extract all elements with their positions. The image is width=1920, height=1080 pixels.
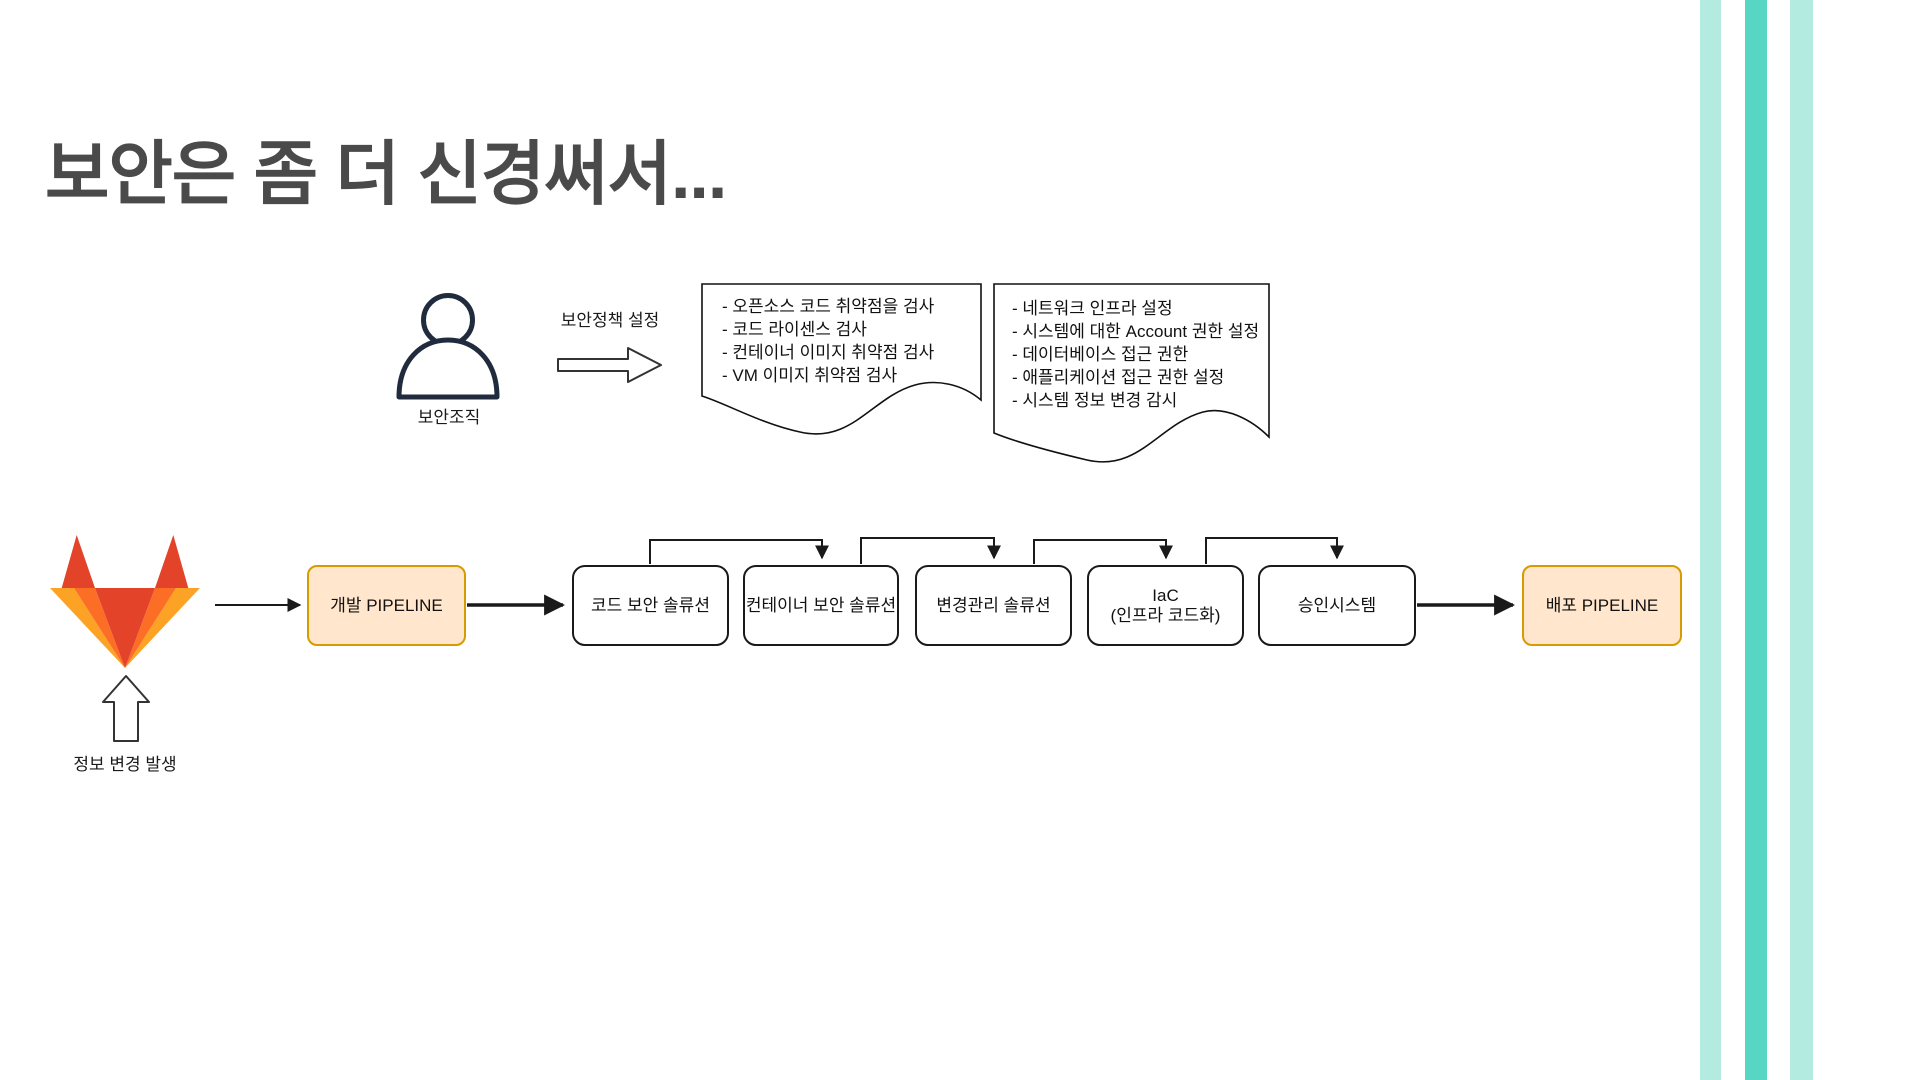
stage-change-management: 변경관리 솔류션 <box>915 565 1072 646</box>
accent-stripe-light-1 <box>1700 0 1721 1080</box>
doc1-line: - 코드 라이센스 검사 <box>722 320 867 339</box>
stage-label: 코드 보안 솔류션 <box>591 595 710 615</box>
change-event-label: 정보 변경 발생 <box>73 755 177 774</box>
stage-label: 승인시스템 <box>1297 595 1377 615</box>
page-title: 보안은 좀 더 신경써서... <box>45 135 727 213</box>
stage-label: 배포 PIPELINE <box>1545 595 1659 615</box>
stage-label: 변경관리 솔류션 <box>936 595 1051 615</box>
policy-arrow-label: 보안정책 설정 <box>560 311 660 330</box>
stage-container-security: 컨테이너 보안 솔류션 <box>743 565 899 646</box>
flow-connectors <box>215 537 1516 616</box>
policy-document-2-text: - 네트워크 인프라 설정 - 시스템에 대한 Account 권한 설정 - … <box>1012 297 1259 412</box>
stage-approval-system: 승인시스템 <box>1258 565 1416 646</box>
doc2-line: - 시스템 정보 변경 감시 <box>1012 391 1178 410</box>
policy-document-2 <box>993 283 1270 463</box>
policy-document-1 <box>701 283 982 435</box>
doc1-line: - 컨테이너 이미지 취약점 검사 <box>722 343 935 362</box>
policy-document-1-text: - 오픈소스 코드 취약점을 검사 - 코드 라이센스 검사 - 컨테이너 이미… <box>722 295 934 387</box>
stage-deploy-pipeline: 배포 PIPELINE <box>1522 565 1682 646</box>
accent-stripe-teal <box>1745 0 1767 1080</box>
doc2-line: - 시스템에 대한 Account 권한 설정 <box>1012 322 1260 341</box>
block-arrow-icon <box>557 347 662 383</box>
accent-stripe-light-2 <box>1790 0 1813 1080</box>
up-arrow-icon <box>102 675 150 742</box>
stage-dev-pipeline: 개발 PIPELINE <box>307 565 466 646</box>
stage-label: IaC <box>1152 585 1179 605</box>
doc1-line: - 오픈소스 코드 취약점을 검사 <box>722 297 935 316</box>
doc2-line: - 데이터베이스 접근 권한 <box>1012 345 1189 364</box>
gitlab-logo-icon <box>50 535 200 668</box>
stage-label: 개발 PIPELINE <box>330 595 443 615</box>
doc2-line: - 애플리케이션 접근 권한 설정 <box>1012 368 1225 387</box>
stage-code-security: 코드 보안 솔류션 <box>572 565 729 646</box>
stage-label: 컨테이너 보안 솔류션 <box>745 595 897 615</box>
person-icon <box>396 293 500 400</box>
stage-iac: IaC (인프라 코드화) <box>1087 565 1244 646</box>
actor-label: 보안조직 <box>417 408 481 427</box>
stage-sublabel: (인프라 코드화) <box>1110 605 1221 625</box>
doc1-line: - VM 이미지 취약점 검사 <box>722 366 898 385</box>
doc2-line: - 네트워크 인프라 설정 <box>1012 299 1173 318</box>
